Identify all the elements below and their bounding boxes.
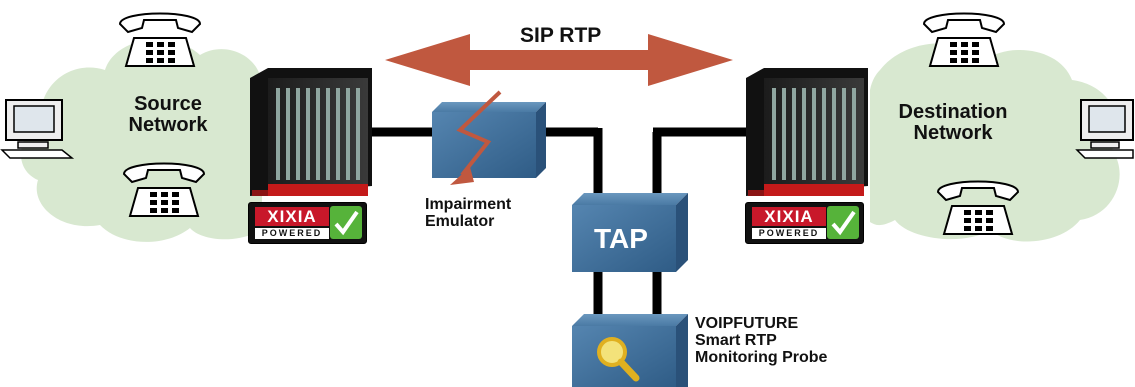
source-network-line1: Source xyxy=(134,93,202,115)
sip-rtp-label: SIP RTP xyxy=(520,24,602,47)
telephone-icon xyxy=(118,12,202,67)
impairment-lightning-icon xyxy=(456,90,502,177)
magnifier-icon xyxy=(597,337,640,382)
probe-label: VOIPFUTURE Smart RTP Monitoring Probe xyxy=(695,315,828,366)
impairment-emulator-device xyxy=(432,90,546,185)
ixia-chassis-right xyxy=(746,68,868,196)
telephone-icon xyxy=(922,12,1006,67)
ixia-powered-text: POWERED xyxy=(255,228,329,239)
telephone-icon xyxy=(936,180,1020,235)
impairment-emulator-label: Impairment Emulator xyxy=(425,196,512,231)
monitoring-probe-device xyxy=(572,314,688,387)
sip-rtp-double-arrow xyxy=(385,34,733,86)
ixia-powered-badge-right: XIXIA POWERED xyxy=(745,202,864,244)
destination-network-label: Destination Network xyxy=(878,102,1028,144)
tap-device xyxy=(572,193,688,272)
ixia-powered-badge-left: XIXIA POWERED xyxy=(248,202,367,244)
computer-icon xyxy=(1075,99,1134,159)
probe-line2: Smart RTP xyxy=(695,331,777,349)
checkmark-icon xyxy=(827,206,859,239)
computer-icon xyxy=(0,99,75,159)
tap-label: TAP xyxy=(594,223,648,254)
probe-line1: VOIPFUTURE xyxy=(695,315,799,332)
destination-network-cloud xyxy=(870,43,1120,242)
source-network-cloud xyxy=(20,39,262,242)
ixia-logo-text: XIXIA xyxy=(255,207,329,226)
impairment-line2: Emulator xyxy=(425,212,495,230)
checkmark-icon xyxy=(330,206,362,239)
probe-line3: Monitoring Probe xyxy=(695,348,828,366)
destination-network-line1: Destination xyxy=(898,101,1008,123)
telephone-icon xyxy=(122,162,206,217)
ixia-powered-text: POWERED xyxy=(752,228,826,239)
source-network-label: Source Network xyxy=(108,94,228,136)
ixia-logo-text: XIXIA xyxy=(752,207,826,226)
impairment-line1: Impairment xyxy=(425,196,512,213)
source-network-line2: Network xyxy=(128,114,208,136)
ixia-chassis-left xyxy=(250,68,372,196)
destination-network-line2: Network xyxy=(913,122,993,144)
